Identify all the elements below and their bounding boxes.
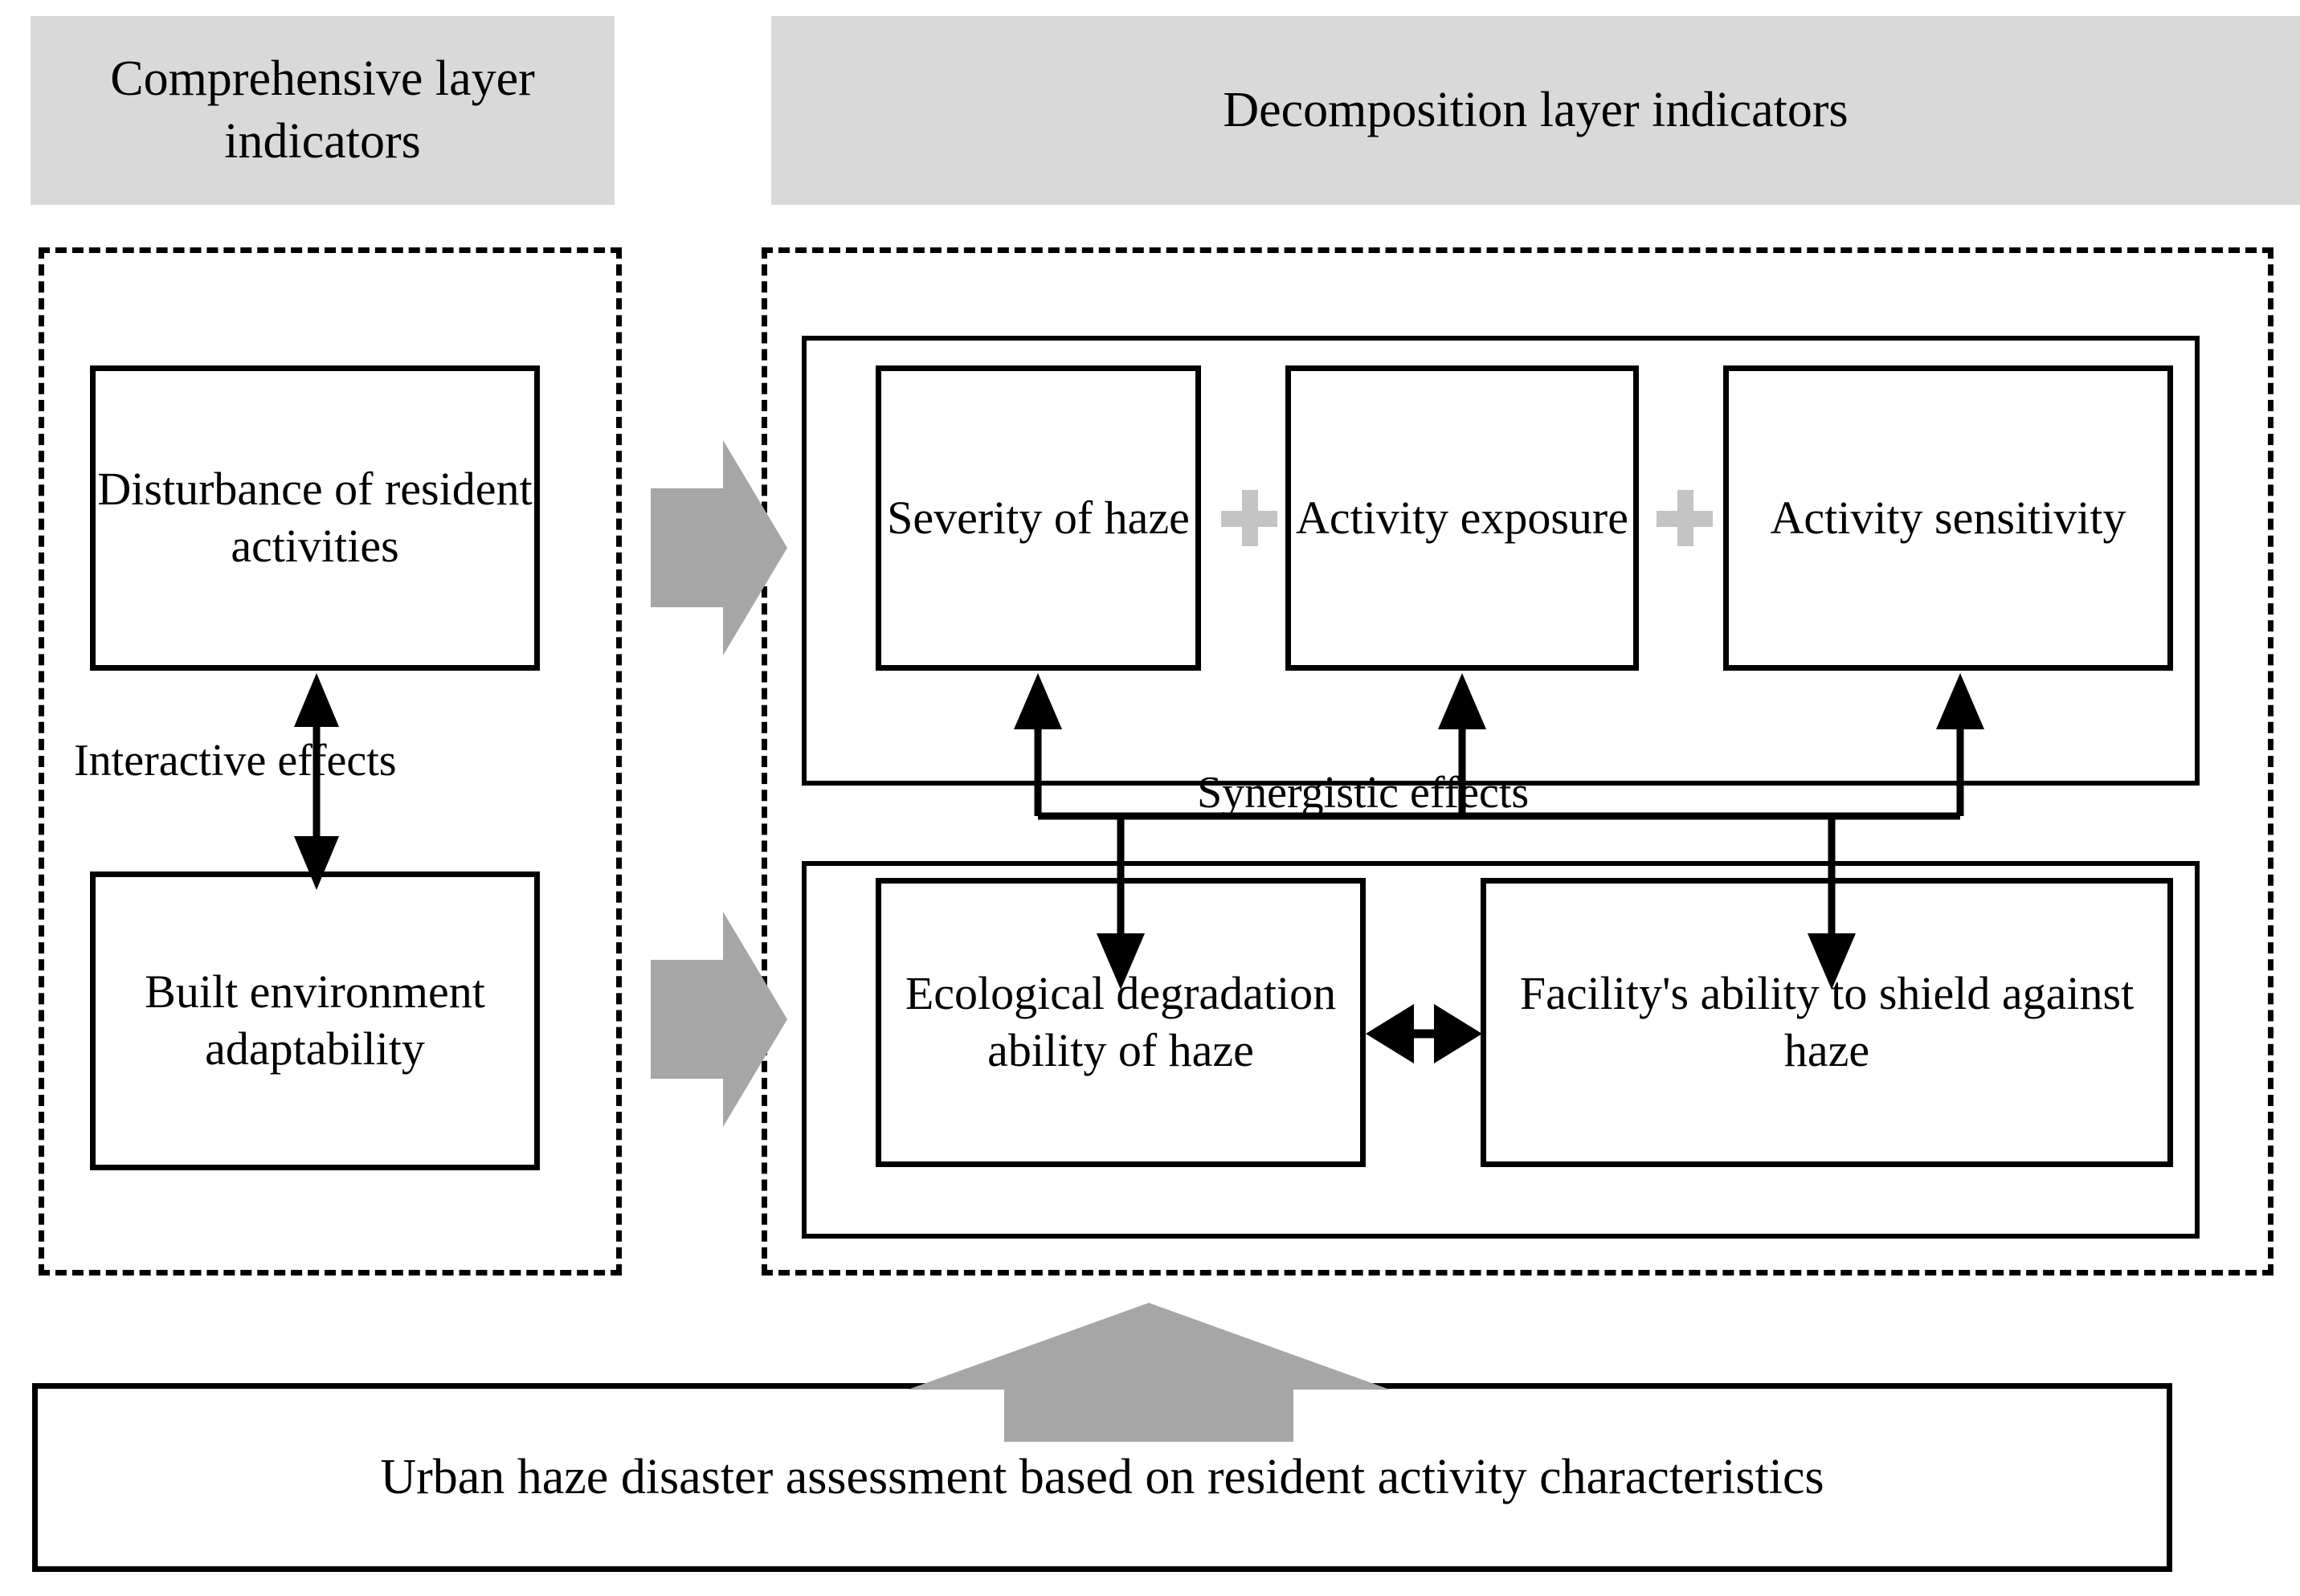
box-built-environment-adaptability[interactable]: Built environment adaptability: [90, 871, 540, 1170]
comprehensive-layer-header: Comprehensive layer indicators: [31, 16, 615, 205]
label-synergistic-effects: Synergistic effects: [1197, 768, 1530, 818]
box-ecological-degradation-ability-of-haze[interactable]: Ecological degradation ability of haze: [876, 878, 1366, 1167]
box-activity-exposure[interactable]: Activity exposure: [1285, 365, 1639, 671]
box-disturbance-of-resident-activities[interactable]: Disturbance of resident activities: [90, 365, 540, 671]
decomposition-layer-header: Decomposition layer indicators: [771, 16, 2300, 205]
label-interactive-effects: Interactive effects: [74, 736, 397, 786]
box-severity-of-haze[interactable]: Severity of haze: [876, 365, 1201, 671]
plus-operator-icon: [1221, 490, 1277, 546]
plus-operator-icon: [1657, 490, 1713, 546]
box-activity-sensitivity[interactable]: Activity sensitivity: [1723, 365, 2173, 671]
conclusion-banner[interactable]: Urban haze disaster assessment based on …: [32, 1383, 2172, 1572]
comprehensive-layer-region: [39, 247, 622, 1276]
box-facility-ability-to-shield-against-haze[interactable]: Facility's ability to shield against haz…: [1481, 878, 2173, 1167]
decomposition-layer-region: [762, 247, 2273, 1276]
